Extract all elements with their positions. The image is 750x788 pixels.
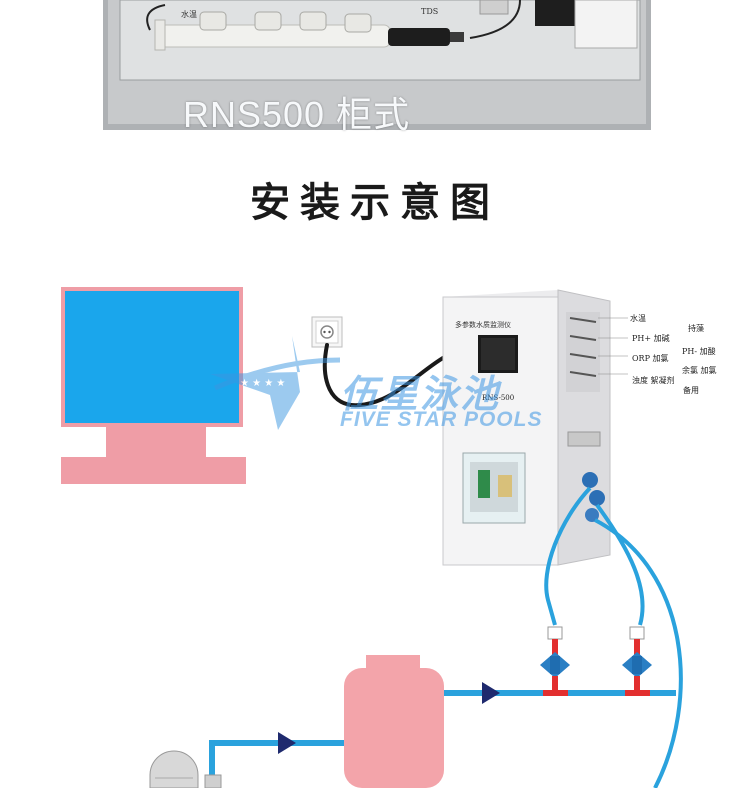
cabinet-photo (0, 0, 750, 135)
analyzer-panel-title: 多参数水质监测仪 (455, 321, 511, 329)
sample-tube-1 (544, 486, 592, 626)
pump (149, 750, 222, 788)
port-label-spare: 备用 (683, 386, 699, 395)
photo-label-tds: TDS (421, 7, 439, 16)
cabinet-caption: RNS500 柜式 (183, 94, 411, 135)
watermark-star-logo-icon: ★ ★ ★ ★ (210, 336, 341, 430)
sampling-valve-icon (622, 626, 652, 694)
port-label-turbidity: 浊度 絮凝剂 (632, 376, 675, 385)
power-socket-icon (311, 316, 343, 348)
analyzer-model: RNS-500 (482, 394, 515, 402)
port-label-water-temp: 水温 (630, 314, 646, 323)
filter-tank (344, 655, 444, 788)
diagram-title: 安装示意图 (250, 179, 500, 226)
port-label-orp: ORP 加氯 (632, 354, 669, 363)
port-label-chlorine: 余氯 加氯 (682, 366, 717, 375)
port-label-algae: 持藻 (688, 324, 704, 333)
power-cable (322, 343, 450, 408)
sample-tube-2 (595, 503, 645, 626)
port-label-ph-plus: PH+ 加碱 (632, 334, 670, 343)
flow-arrow-icon (482, 682, 500, 704)
installation-diagram: ★ ★ ★ ★ (61, 287, 683, 788)
monitor (61, 287, 246, 484)
port-label-ph-minus: PH- 加酸 (682, 347, 716, 356)
analyzer-cabinet (442, 289, 628, 566)
flow-arrow-icon (278, 732, 296, 754)
svg-text:★ ★ ★ ★: ★ ★ ★ ★ (240, 378, 285, 389)
watermark-en: FIVE STAR POOLS (340, 408, 543, 431)
watermark-cn: 伍星泳池 (340, 372, 501, 416)
return-tube (594, 518, 683, 788)
inlet-pipe (209, 740, 344, 788)
photo-label-water-temp: 水温 (181, 10, 197, 19)
sampling-valve-icon (540, 626, 570, 694)
